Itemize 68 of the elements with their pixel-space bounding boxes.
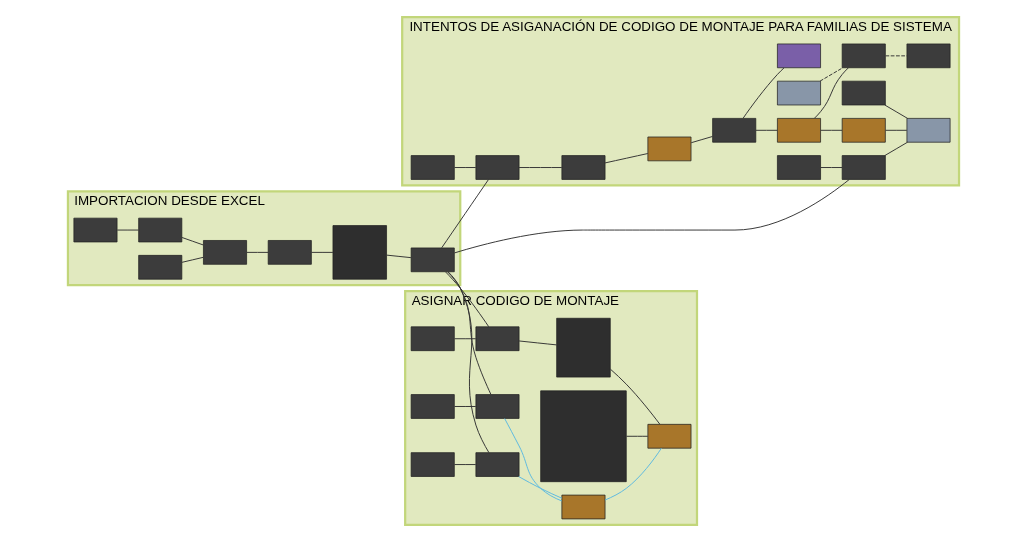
connector [454,464,477,466]
connector [690,136,713,144]
node-box [410,247,455,273]
connector [884,104,908,119]
node-box [410,155,455,180]
connector [441,179,489,249]
node-box [647,136,692,162]
connector [742,67,785,119]
node-box [777,43,821,69]
node-box [647,424,692,449]
node-box [475,394,520,419]
connector [884,141,908,157]
node-box [73,217,118,243]
cluster: IMPORTACION DESDE EXCEL [66,190,462,287]
node-box [561,494,606,520]
connector [755,129,778,131]
node-box [267,240,312,265]
node-box [841,80,886,106]
node-box [906,118,951,143]
connector [518,167,563,168]
node-box [332,225,387,280]
node-box [410,452,455,477]
connector [454,167,477,168]
node-box [410,394,455,419]
node-box [556,317,611,378]
node-box [475,452,520,477]
node-box [712,118,757,143]
node-box [540,390,627,483]
connector [885,55,908,57]
connector [116,229,139,231]
node-box [841,155,886,180]
connector [604,447,662,501]
connector [310,251,334,253]
node-box [475,326,520,352]
connector [813,67,849,119]
connector [819,67,844,82]
connector [609,368,661,425]
connector [604,153,649,164]
node-box [777,80,821,106]
connector [454,338,477,340]
node-box [475,155,520,180]
node-box [410,326,455,352]
node-box [841,43,886,69]
connector [820,129,843,131]
node-box [777,155,821,180]
node-box [841,118,886,143]
connector [454,406,477,407]
connector [625,435,649,437]
connector [246,251,269,253]
connector [447,271,490,454]
node-box [138,217,183,243]
connector [453,179,850,254]
node-box [203,240,247,265]
connector [518,476,563,499]
connector [181,237,204,246]
connector [504,418,563,502]
connector [518,340,558,346]
connector [820,167,843,168]
connector [885,129,908,131]
connector [386,254,412,259]
node-box [777,118,821,143]
node-box [561,155,606,180]
node-box [906,43,951,69]
connector [181,256,204,263]
cluster: INTENTOS DE ASIGANACIÓN DE CODIGO DE MONTAJE PARA FAMILIAS DE SISTEMA [401,16,961,187]
connector [447,271,492,395]
connector [445,271,490,328]
node-box [138,255,183,280]
